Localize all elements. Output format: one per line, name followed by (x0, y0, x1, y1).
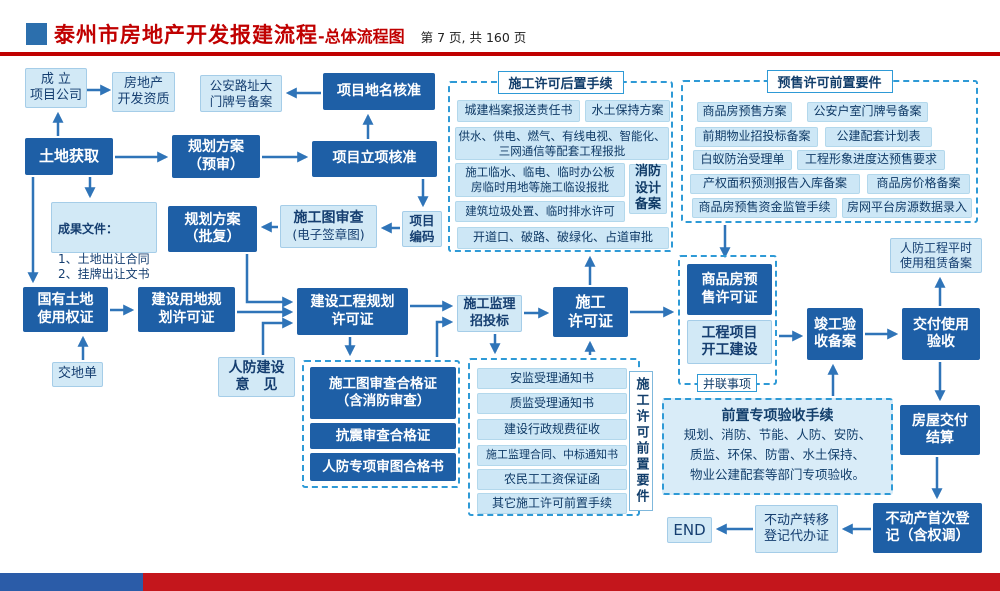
node-drawing-review: 施工图审查 (电子签章图) (280, 205, 377, 248)
post-permit-item-5: 建筑垃圾处置、临时排水许可 (455, 201, 625, 222)
node-project-name-approval: 项目地名核准 (323, 73, 435, 110)
header-square-icon (26, 23, 47, 45)
post-permit-title: 施工许可后置手续 (497, 71, 624, 94)
presale-pre-item-7: 产权面积预测报告入库备案 (690, 174, 860, 194)
presale-pre-title: 预售许可前置要件 (766, 70, 893, 93)
node-transfer-registration: 不动产转移 登记代办证 (755, 505, 838, 553)
node-company-setup: 成 立 项目公司 (25, 68, 87, 108)
presale-pre-item-10: 房网平台房源数据录入 (842, 198, 972, 218)
drawing-review-sub: (电子签章图) (292, 227, 365, 243)
pre-acceptance-body: 规划、消防、节能、人防、安防、 质监、环保、防雷、水土保持、 物业公建配套等部门… (683, 427, 872, 482)
node-plan-preliminary: 规划方案 （预审） (172, 135, 260, 178)
post-permit-item-3: 供水、供电、燃气、有线电视、智能化、 三网通信等配套工程报批 (455, 127, 669, 160)
group-parallel-items: 商品房预 售许可证 工程项目 开工建设 并联事项 (678, 255, 777, 392)
node-supervision-bidding: 施工监理 招投标 (457, 295, 522, 332)
cert-seismic: 抗震审查合格证 (310, 423, 456, 449)
presale-pre-item-4: 公建配套计划表 (825, 127, 932, 147)
presale-pre-item-2: 公安户室门牌号备案 (807, 102, 928, 122)
node-civil-defense-opinion: 人防建设 意 见 (218, 357, 295, 397)
permit-pre-item-2: 质监受理通知书 (477, 393, 627, 414)
cert-drawing-review: 施工图审查合格证 （含消防审查） (310, 367, 456, 419)
group-post-permit: 施工许可后置手续 城建档案报送责任书 水土保持方案 供水、供电、燃气、有线电视、… (448, 71, 673, 252)
cert-civil-defense: 人防专项审图合格书 (310, 453, 456, 481)
page-number: 第 7 页, 共 160 页 (420, 30, 527, 45)
drawing-review-title: 施工图审查 (293, 209, 364, 226)
page-subtitle: -总体流程图 (318, 27, 405, 46)
node-house-settlement: 房屋交付 结算 (900, 405, 980, 455)
header: 泰州市房地产开发报建流程-总体流程图第 7 页, 共 160 页 (54, 19, 526, 49)
permit-pre-item-3: 建设行政规费征收 (477, 419, 627, 440)
permit-pre-item-4: 施工监理合同、中标通知书 (477, 445, 627, 466)
presale-pre-item-9: 商品房预售资金监管手续 (692, 198, 837, 218)
node-end: END (667, 517, 712, 543)
node-civil-defense-lease: 人防工程平时 使用租赁备案 (890, 238, 982, 273)
pre-acceptance-title: 前置专项验收手续 (721, 408, 834, 424)
node-construction-permit: 施工 许可证 (553, 287, 628, 337)
outcome-docs-title: 成果文件： (58, 222, 119, 236)
presale-pre-item-8: 商品房价格备案 (867, 174, 970, 194)
node-land-delivery: 交地单 (52, 362, 103, 387)
group-presale-prerequisites: 预售许可前置要件 商品房预售方案 公安户室门牌号备案 前期物业招投标备案 公建配… (681, 70, 978, 223)
fire-design-filing: 消防 设计 备案 (629, 164, 667, 214)
presale-pre-item-3: 前期物业招投标备案 (695, 127, 818, 147)
node-delivery-acceptance: 交付使用 验收 (902, 308, 980, 360)
presale-pre-item-5: 白蚁防治受理单 (693, 150, 792, 170)
permit-pre-item-5: 农民工工资保证函 (477, 469, 627, 490)
presale-pre-item-6: 工程形象进度达预售要求 (797, 150, 945, 170)
node-project-start: 工程项目 开工建设 (687, 320, 772, 364)
permit-pre-item-6: 其它施工许可前置手续 (477, 493, 627, 514)
node-construction-planning-permit: 建设工程规划 许可证 (297, 288, 408, 335)
post-permit-item-6: 开道口、破路、破绿化、占道审批 (457, 227, 669, 249)
arrow (245, 254, 294, 308)
permit-pre-vertical-label: 施工许可前置要件 (629, 371, 653, 511)
node-dev-qualification: 房地产 开发资质 (112, 72, 175, 112)
footer-bar-blue (0, 573, 143, 591)
arrow (435, 316, 454, 357)
node-completion-filing: 竣工验 收备案 (807, 308, 863, 360)
group-pre-acceptance: 前置专项验收手续 规划、消防、节能、人防、安防、 质监、环保、防雷、水土保持、 … (662, 398, 893, 495)
node-presale-permit: 商品房预 售许可证 (687, 264, 772, 315)
post-permit-item-4: 施工临水、临电、临时办公板 房临时用地等施工临设报批 (455, 163, 625, 197)
permit-pre-item-1: 安监受理通知书 (477, 368, 627, 389)
presale-pre-item-1: 商品房预售方案 (697, 102, 792, 122)
node-land-use-cert: 国有土地 使用权证 (23, 287, 108, 332)
post-permit-item-2: 水土保持方案 (585, 100, 670, 122)
post-permit-item-1: 城建档案报送责任书 (457, 100, 580, 122)
header-rule (0, 52, 1000, 56)
group-certificates: 施工图审查合格证 （含消防审查） 抗震审查合格证 人防专项审图合格书 (302, 360, 460, 488)
group-permit-prerequisites: 安监受理通知书 质监受理通知书 建设行政规费征收 施工监理合同、中标通知书 农民… (468, 358, 653, 516)
node-project-code: 项目 编码 (402, 211, 442, 247)
node-outcome-docs: 成果文件： 1、土地出让合同 2、挂牌出让文书 (51, 202, 157, 281)
node-land-acquisition: 土地获取 (25, 138, 113, 175)
node-project-initiation: 项目立项核准 (312, 141, 437, 177)
outcome-docs-lines: 1、土地出让合同 2、挂牌出让文书 (58, 252, 150, 281)
node-plan-approval: 规划方案 （批复） (168, 206, 257, 252)
footer-bar-red (143, 573, 1000, 591)
node-police-address-filing: 公安路址大 门牌号备案 (200, 75, 282, 112)
node-first-registration: 不动产首次登 记（含权调） (873, 503, 982, 553)
parallel-items-label: 并联事项 (697, 374, 757, 392)
page-title: 泰州市房地产开发报建流程 (54, 23, 318, 47)
node-land-planning-permit: 建设用地规 划许可证 (138, 287, 235, 332)
arrow (261, 317, 294, 355)
